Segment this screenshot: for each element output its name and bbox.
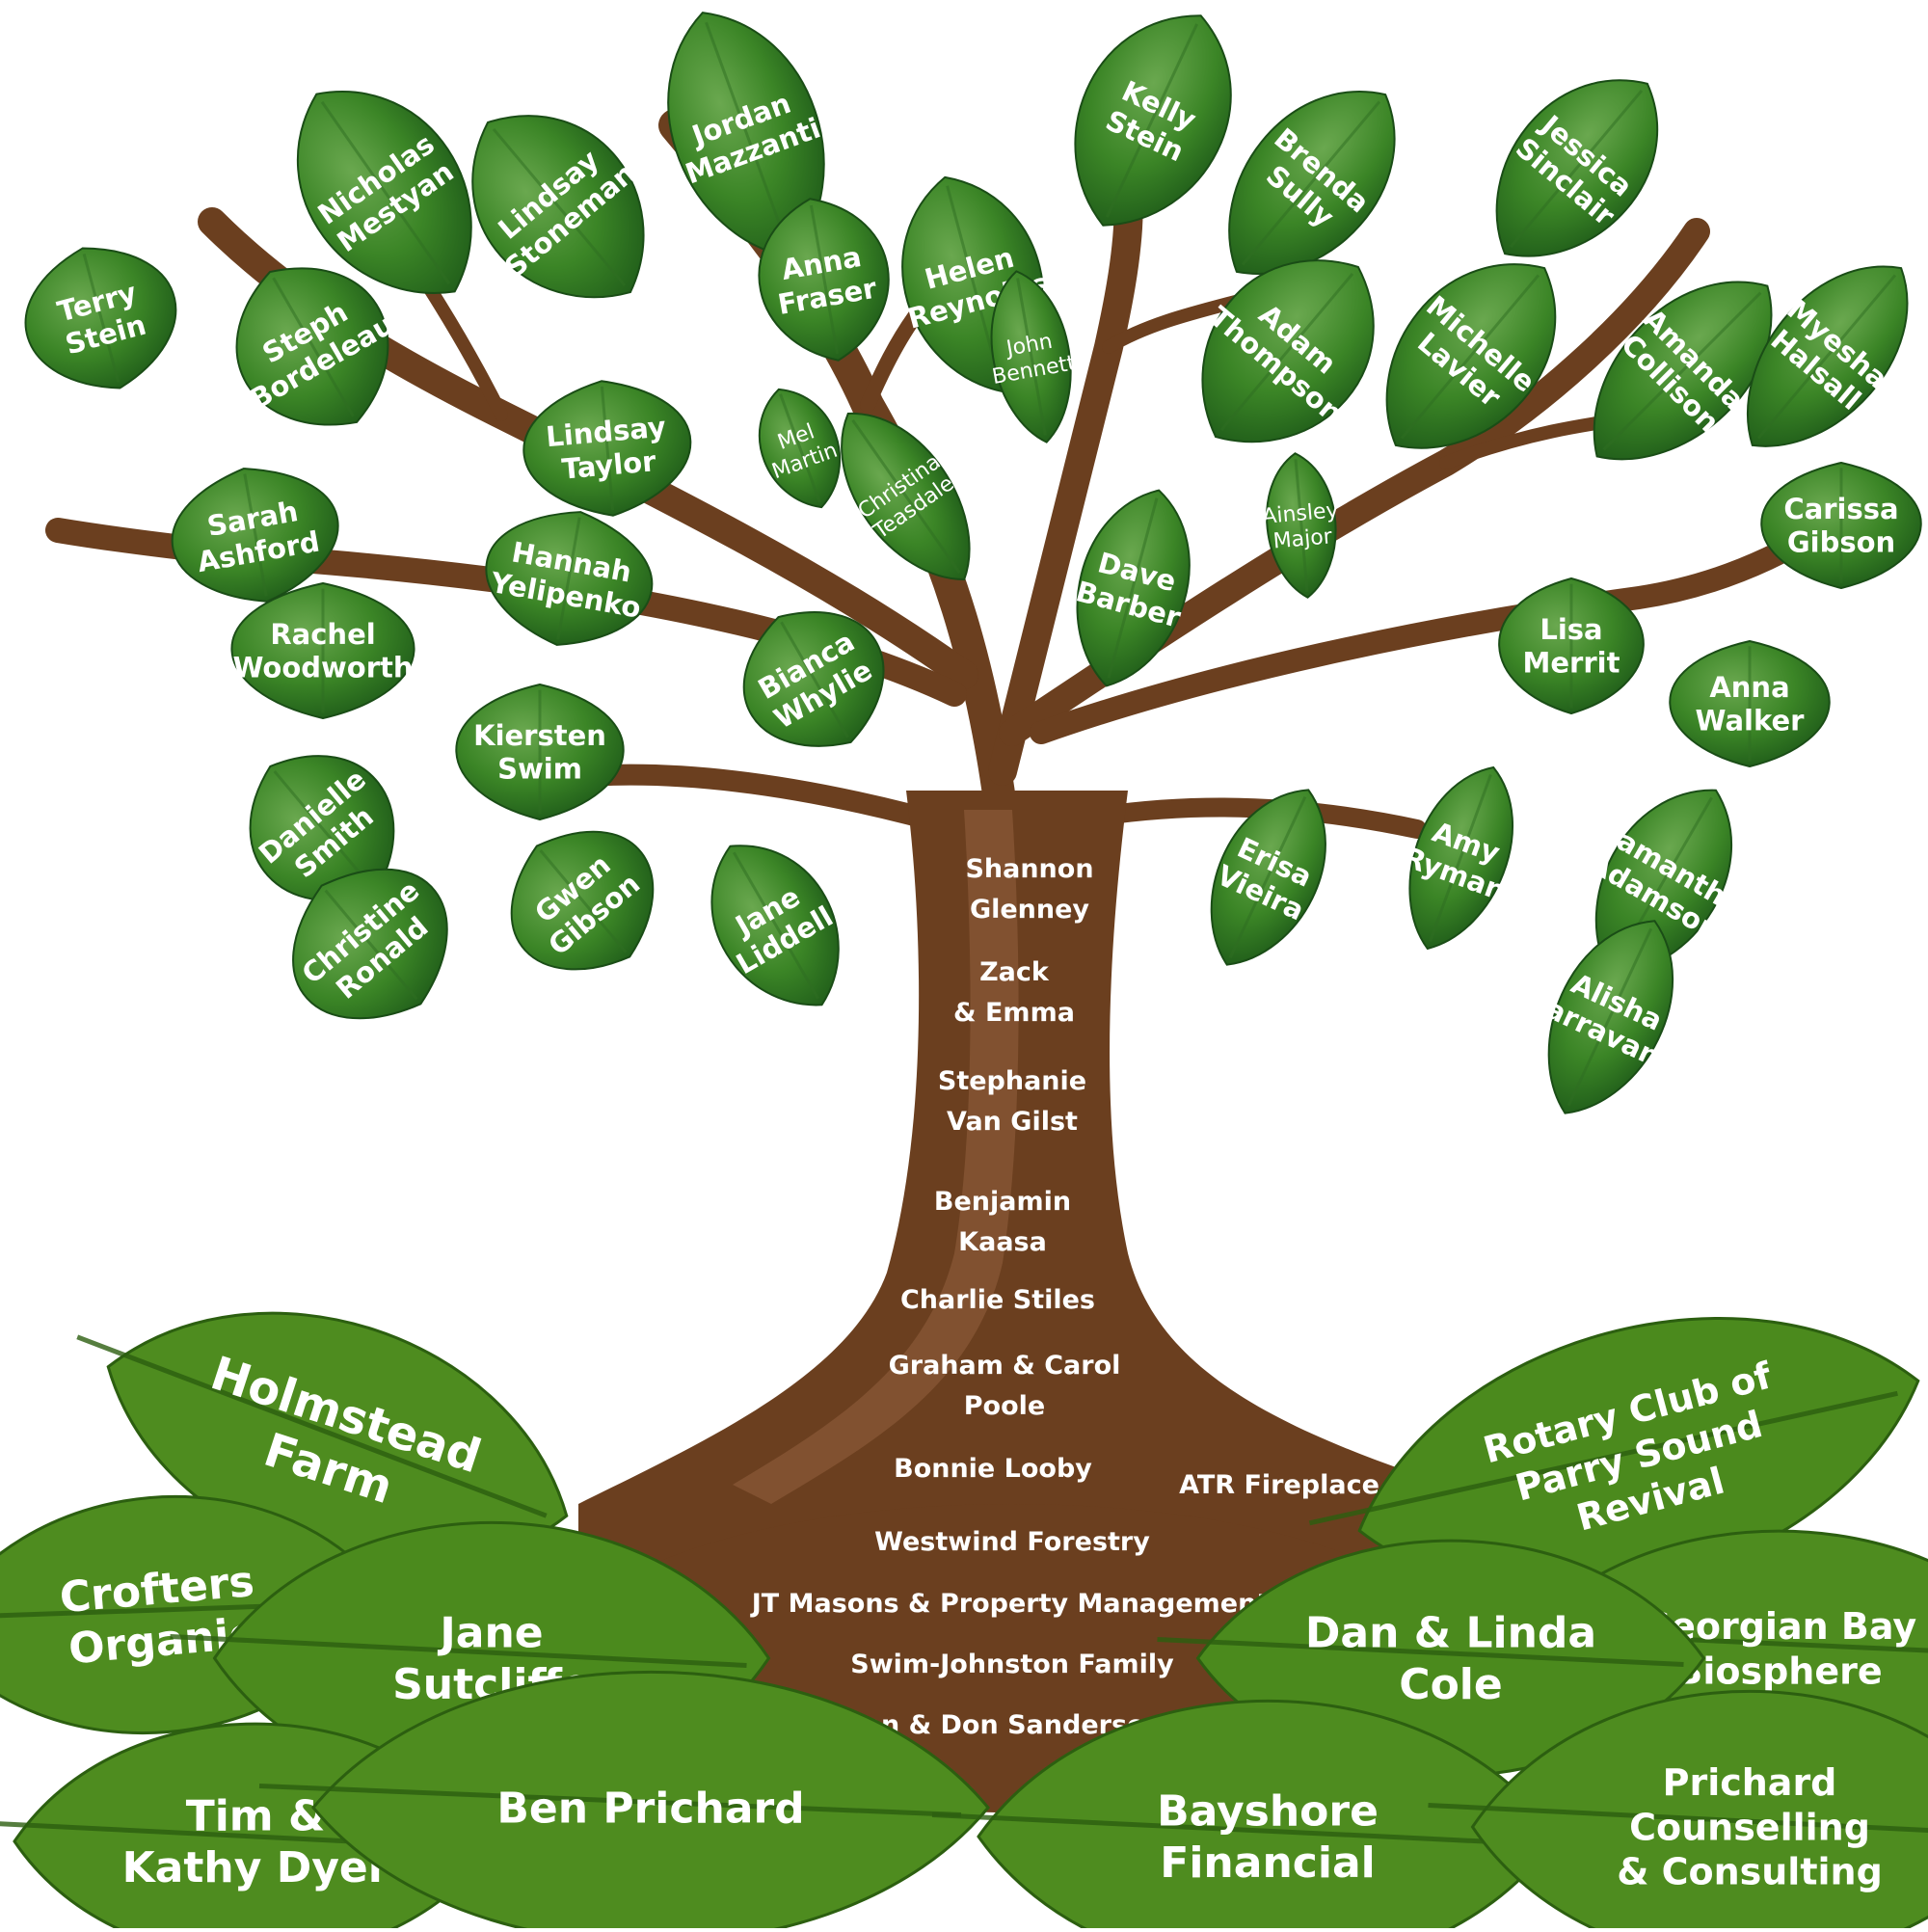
root-leaf-text: Ben Prichard: [496, 1784, 804, 1833]
leaf-name-text: Lisa: [1540, 613, 1602, 646]
leaf-name-text: Gibson: [1787, 526, 1895, 559]
trunk-name-shannon-glenney: Shannon: [965, 854, 1093, 884]
leaf-name-text: Merrit: [1523, 647, 1620, 680]
root-leaf-text: & Consulting: [1617, 1851, 1883, 1893]
leaf-name-text: Swim: [497, 753, 582, 786]
trunk-name-westwind-forestry: Westwind Forestry: [874, 1527, 1150, 1557]
trunk-name-zack-emma: Zack: [979, 957, 1050, 987]
root-leaf-text: Dan & Linda: [1305, 1609, 1596, 1658]
root-leaf-text: Bayshore: [1157, 1787, 1379, 1837]
leaf-name-text: Carissa: [1783, 493, 1898, 525]
trunk-name-charlie-stiles: Charlie Stiles: [900, 1285, 1095, 1315]
leaf-name-text: Rachel: [270, 618, 375, 651]
root-leaf-text: Kathy Dyer: [122, 1843, 389, 1892]
leaf-name-text: Woodworth: [232, 652, 413, 684]
trunk-name-swim-johnston-family: Swim-Johnston Family: [850, 1650, 1174, 1679]
trunk-name-jt-masons-property-management: JT Masons & Property Management: [750, 1589, 1270, 1619]
root-leaf-text: Biosphere: [1674, 1650, 1882, 1692]
root-leaf-text: Cole: [1399, 1660, 1502, 1709]
trunk-name-atr-fireplace: ATR Fireplace: [1179, 1470, 1379, 1500]
trunk-name-bonnie-looby: Bonnie Looby: [894, 1454, 1092, 1484]
trunk-name-zack-emma: & Emma: [953, 998, 1075, 1028]
trunk-name-stephanie-van-gilst: Stephanie: [938, 1066, 1086, 1096]
leaf-name-text: Anna: [1709, 671, 1789, 704]
trunk-name-shannon-glenney: Glenney: [970, 895, 1089, 925]
trunk-name-benjamin-kaasa: Benjamin: [934, 1187, 1071, 1217]
root-leaf-text: Tim &: [186, 1792, 326, 1841]
root-leaf-text: Financial: [1160, 1838, 1375, 1888]
trunk-name-benjamin-kaasa: Kaasa: [958, 1227, 1047, 1257]
root-leaf-text: Prichard: [1663, 1761, 1837, 1804]
leaf-name-text: Walker: [1696, 705, 1806, 738]
trunk-name-graham-carol-poole: Graham & Carol: [889, 1351, 1121, 1381]
root-leaf-text: Counselling: [1629, 1806, 1870, 1848]
trunk-name-stephanie-van-gilst: Van Gilst: [947, 1107, 1078, 1137]
root-leaf-text: Jane: [437, 1609, 543, 1658]
trunk-name-graham-carol-poole: Poole: [964, 1391, 1045, 1421]
leaf-name-text: Kiersten: [473, 719, 606, 752]
